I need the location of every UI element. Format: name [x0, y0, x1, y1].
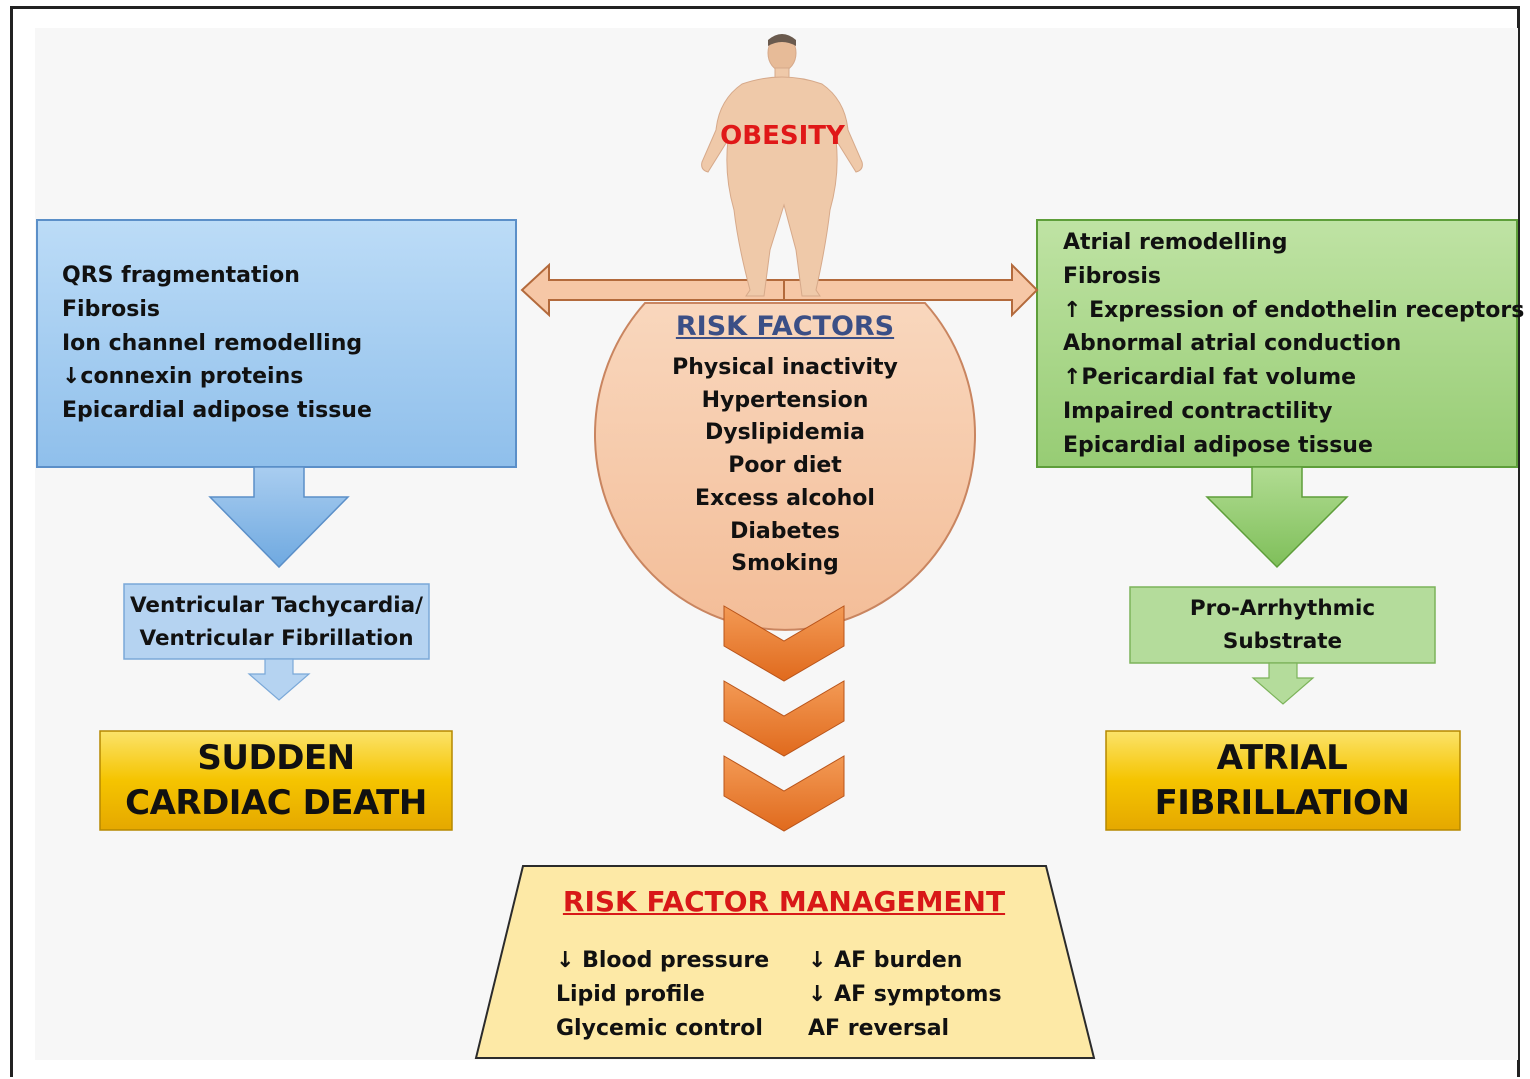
left-mechanism-item: QRS fragmentation	[62, 263, 300, 288]
obese-person-figure	[701, 34, 863, 297]
af-outcome-line: FIBRILLATION	[1154, 783, 1410, 823]
risk-factor-item: Physical inactivity	[672, 355, 898, 380]
right-mechanism-item: ↑ Expression of endothelin receptors	[1063, 297, 1525, 323]
pro-arrhythmic-label: Pro-Arrhythmic Substrate	[1130, 592, 1435, 658]
obesity-label: OBESITY	[720, 121, 845, 151]
scd-outcome-label: SUDDEN CARDIAC DEATH	[100, 736, 452, 826]
risk-factors-list: Physical inactivity Hypertension Dyslipi…	[600, 352, 970, 581]
right-down-arrow	[1205, 466, 1349, 569]
risk-management-box	[474, 865, 1096, 1059]
risk-factors-title: RISK FACTORS	[675, 311, 895, 342]
vt-vf-line: Ventricular Fibrillation	[139, 626, 414, 651]
left-mechanism-item: Fibrosis	[62, 296, 161, 322]
af-outcome-line: ATRIAL	[1216, 738, 1348, 778]
left-mechanism-item: ↓connexin proteins	[62, 364, 304, 390]
right-mechanism-item: Epicardial adipose tissue	[1063, 432, 1373, 458]
management-item: Lipid profile	[556, 982, 705, 1007]
management-item: Glycemic control	[556, 1016, 763, 1041]
management-item: ↓ AF burden	[808, 948, 963, 973]
left-mechanism-item: Ion channel remodelling	[62, 330, 363, 356]
vt-vf-line: Ventricular Tachycardia/	[129, 593, 424, 618]
management-column-2: ↓ AF burden ↓ AF symptoms AF reversal	[808, 944, 1002, 1046]
right-mechanism-list: Atrial remodelling Fibrosis ↑ Expression…	[1063, 226, 1524, 463]
risk-factor-item: Excess alcohol	[695, 485, 875, 511]
management-item: ↓ AF symptoms	[808, 982, 1002, 1007]
left-mechanism-item: Epicardial adipose tissue	[62, 398, 372, 424]
management-item: ↓ Blood pressure	[556, 948, 770, 973]
risk-factor-item: Smoking	[731, 551, 839, 577]
chevron-2	[723, 680, 845, 757]
risk-factor-item: Dyslipidemia	[704, 420, 866, 446]
af-outcome-label: ATRIAL FIBRILLATION	[1106, 736, 1458, 826]
left-down-arrow	[208, 466, 350, 569]
scd-outcome-line: SUDDEN	[197, 738, 355, 778]
risk-factor-item: Poor diet	[728, 453, 842, 479]
left-small-arrow	[247, 658, 311, 701]
vt-vf-label: Ventricular Tachycardia/ Ventricular Fib…	[124, 589, 429, 655]
right-mechanism-item: Atrial remodelling	[1063, 230, 1288, 255]
chevron-1	[723, 605, 845, 682]
risk-factor-item: Hypertension	[701, 387, 869, 413]
right-mechanism-item: Fibrosis	[1063, 263, 1162, 289]
right-mechanism-item: Abnormal atrial conduction	[1063, 331, 1402, 357]
af-outcome-box	[1105, 730, 1461, 831]
right-small-arrow	[1251, 662, 1315, 705]
right-mechanism-box	[1036, 219, 1518, 468]
vt-vf-box	[123, 583, 430, 660]
right-mechanism-item: Impaired contractility	[1063, 398, 1333, 424]
pro-arrhythmic-line: Substrate	[1222, 629, 1343, 654]
pro-arrhythmic-box	[1129, 586, 1436, 664]
management-title: RISK FACTOR MANAGEMENT	[562, 885, 1006, 918]
scd-outcome-line: CARDIAC DEATH	[125, 783, 427, 823]
double-headed-arrow	[520, 262, 1039, 318]
scd-outcome-box	[99, 730, 453, 831]
risk-factor-item: Diabetes	[730, 518, 840, 544]
management-item: AF reversal	[808, 1016, 950, 1041]
management-column-1: ↓ Blood pressure Lipid profile Glycemic …	[556, 944, 769, 1046]
risk-factors-circle	[594, 302, 976, 631]
left-mechanism-list: QRS fragmentation Fibrosis Ion channel r…	[62, 259, 372, 428]
chevron-3	[723, 755, 845, 832]
pro-arrhythmic-line: Pro-Arrhythmic	[1189, 596, 1376, 621]
right-mechanism-item: ↑Pericardial fat volume	[1063, 365, 1357, 391]
